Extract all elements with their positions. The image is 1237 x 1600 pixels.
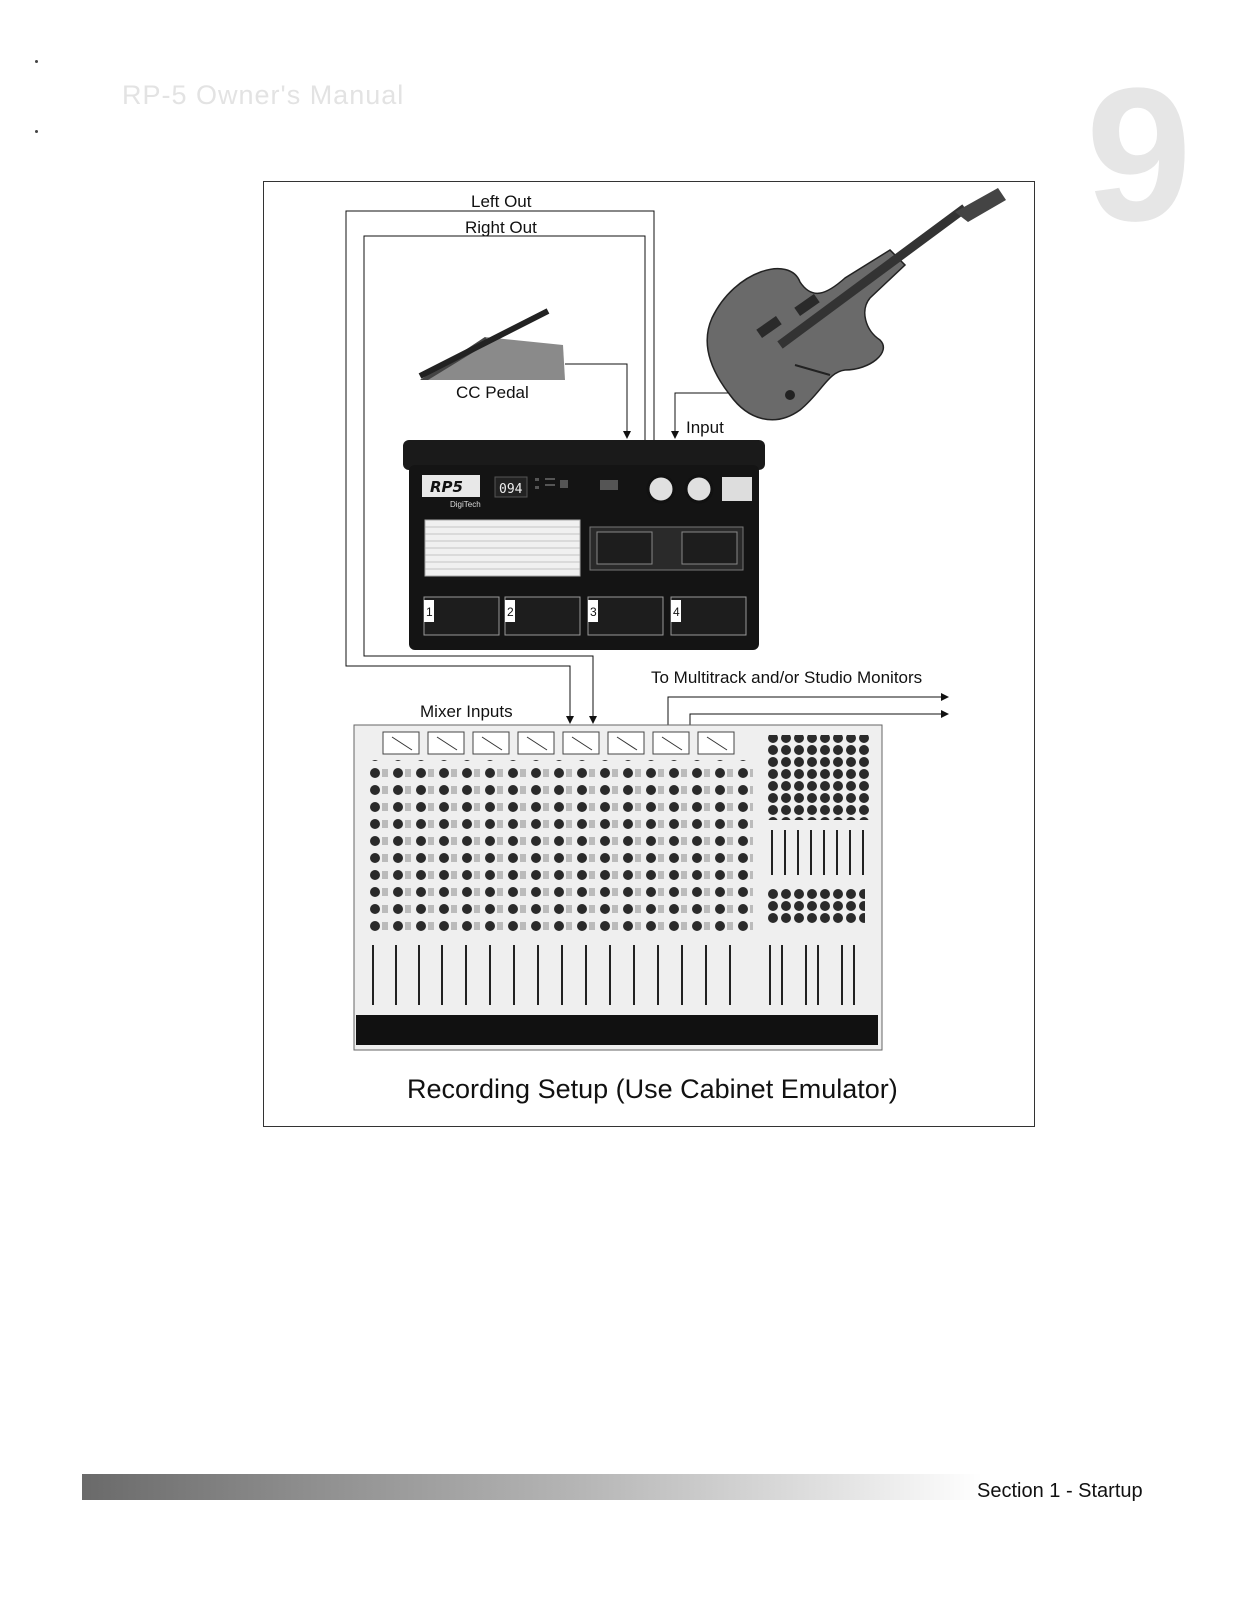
processor-knob-2 [684, 474, 714, 504]
diagram-frame [263, 181, 1035, 1127]
right-out-cable [363, 235, 646, 724]
guitar-icon [706, 188, 1006, 421]
mixer-out-cable-1 [667, 693, 949, 726]
rp5-processor: RP5 DigiTech 094 [403, 440, 765, 650]
footswitches: 1 2 3 4 [423, 596, 747, 636]
mixer-console [353, 724, 883, 1051]
master-knobs [765, 888, 865, 924]
channel-faders [372, 945, 855, 1005]
margin-dot [35, 60, 38, 63]
cc-pedal-label: CC Pedal [456, 383, 529, 402]
processor-logo: RP5 [430, 478, 463, 496]
mixer-inputs-label: Mixer Inputs [420, 702, 513, 721]
mixer-out-cable-2 [689, 710, 949, 726]
left-out-label: Left Out [471, 192, 532, 211]
master-section [765, 735, 870, 820]
cc-pedal-cable [565, 363, 631, 439]
processor-display: 094 [499, 482, 523, 497]
footer-gradient-bar [82, 1474, 982, 1500]
master-faders [771, 830, 864, 875]
processor-knob-1 [646, 474, 676, 504]
svg-text:2: 2 [507, 605, 514, 619]
processor-brand: DigiTech [450, 500, 481, 509]
cc-pedal-icon [418, 308, 565, 380]
channel-strips [365, 760, 753, 936]
input-label: Input [686, 418, 724, 437]
to-multitrack-label: To Multitrack and/or Studio Monitors [651, 668, 923, 687]
diagram-caption: Recording Setup (Use Cabinet Emulator) [407, 1074, 898, 1104]
svg-text:3: 3 [590, 605, 597, 619]
svg-text:1: 1 [426, 605, 433, 619]
left-out-cable [345, 210, 655, 724]
margin-dot [35, 130, 38, 133]
page-number: 9 [1086, 49, 1192, 261]
mixer-armrest [356, 1015, 878, 1045]
svg-text:4: 4 [673, 605, 680, 619]
right-out-label: Right Out [465, 218, 537, 237]
manual-title: RP-5 Owner's Manual [122, 80, 405, 110]
section-label: Section 1 - Startup [977, 1480, 1143, 1502]
